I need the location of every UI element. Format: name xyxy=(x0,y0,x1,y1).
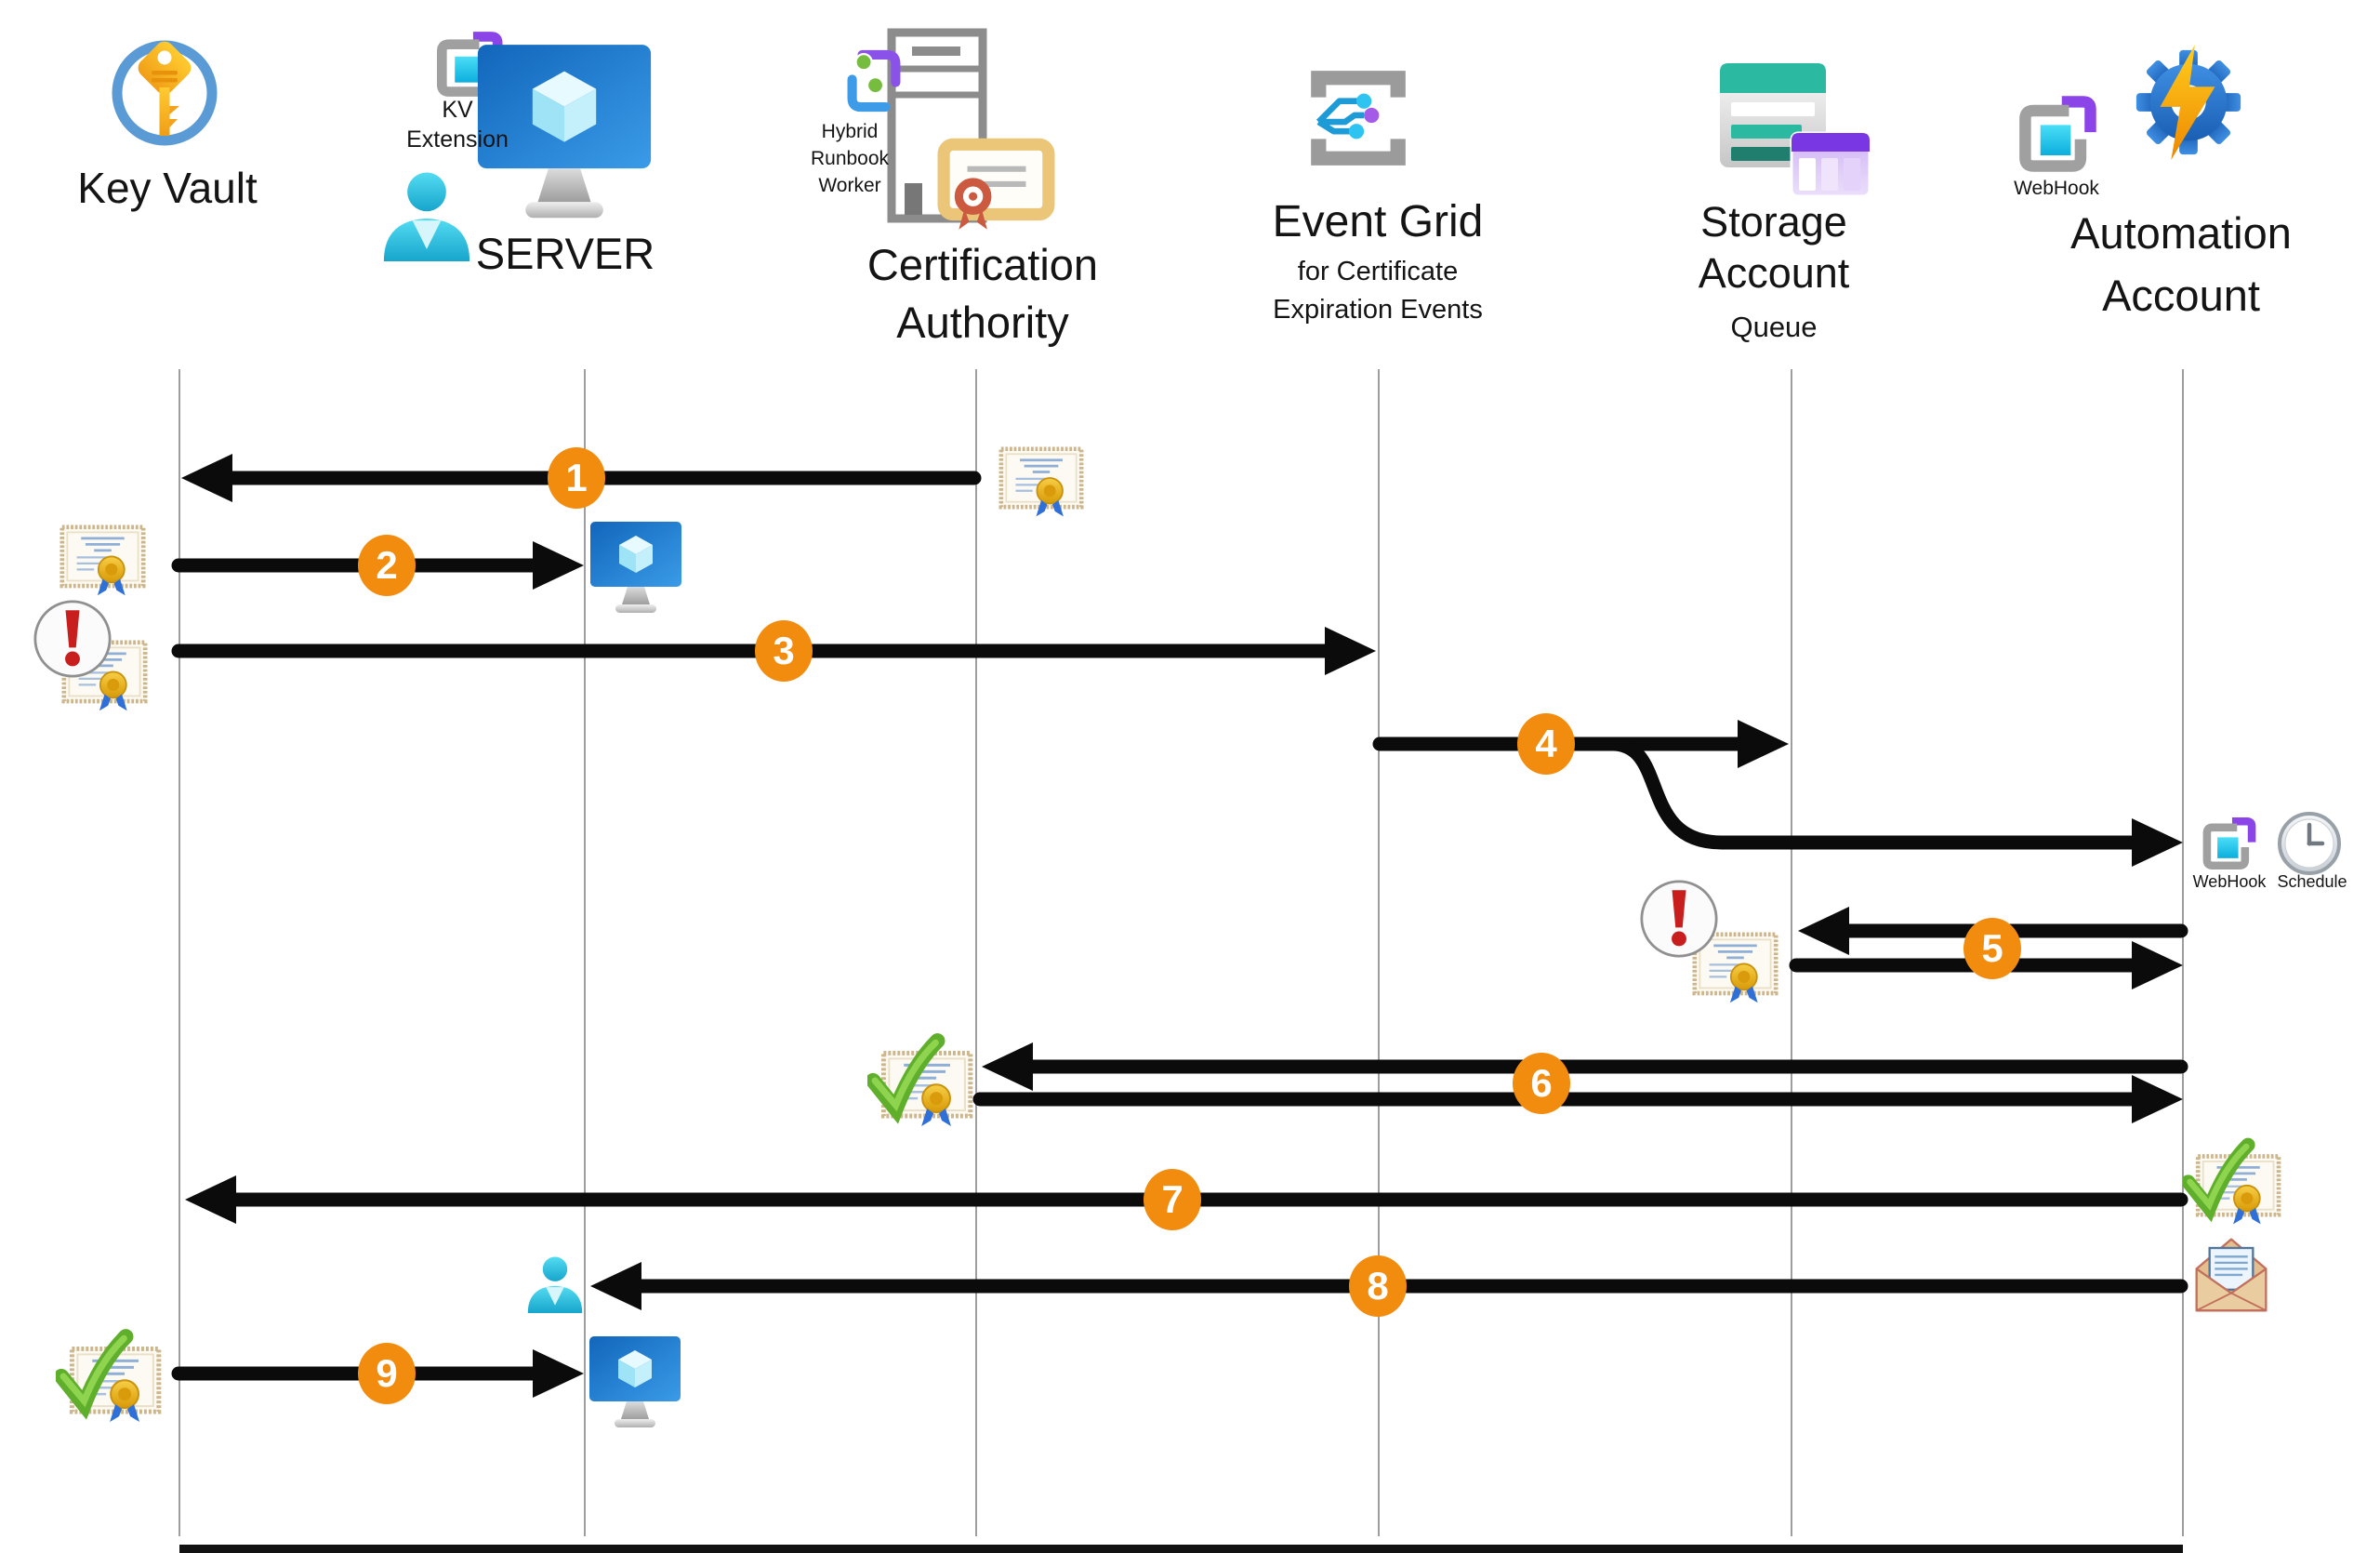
arrow-7 xyxy=(185,1175,2188,1224)
automation-account-label: Automation Account xyxy=(2070,203,2292,326)
certificate-icon-step2 xyxy=(60,524,146,599)
queue-icon xyxy=(1790,130,1871,199)
hybrid-runbook-worker-icon xyxy=(838,45,910,117)
event-grid-sublabel: for Certificate Expiration Events xyxy=(1273,253,1483,329)
ca-certificate-icon xyxy=(937,138,1055,232)
webhook-icon xyxy=(2012,89,2101,179)
hybrid-runbook-worker-label: Hybrid Runbook Worker xyxy=(811,119,889,200)
queue-label: Queue xyxy=(1730,311,1818,343)
renewed-certificate-icon-step9 xyxy=(56,1319,162,1430)
automation-gear-icon xyxy=(2129,43,2248,162)
ca-line2: Authority xyxy=(896,298,1069,348)
key-vault-label: Key Vault xyxy=(77,164,258,212)
email-envelope-icon-step8 xyxy=(2192,1233,2270,1315)
bottom-bar xyxy=(179,1545,2183,1553)
key-vault-icon xyxy=(104,35,225,156)
hrw-line3: Worker xyxy=(818,174,881,196)
expiring-alert-icon-step5 xyxy=(1640,880,1718,958)
event-grid-icon xyxy=(1302,61,1415,175)
step-badge-7: 7 xyxy=(1144,1169,1201,1230)
renewed-certificate-icon-step7 xyxy=(2183,1131,2281,1229)
user-icon-step8 xyxy=(522,1254,588,1313)
step-badge-2: 2 xyxy=(358,535,416,596)
schedule-clock-icon-step4 xyxy=(2276,811,2343,876)
expiring-alert-icon-step3 xyxy=(33,600,112,678)
webhook-small-label: WebHook xyxy=(2192,872,2267,891)
server-user-icon xyxy=(376,167,478,261)
arrow-9 xyxy=(171,1349,584,1398)
kv-extension-line2: Extension xyxy=(406,126,509,153)
server-label: SERVER xyxy=(475,229,655,278)
step-badge-9: 9 xyxy=(358,1343,416,1404)
arrow-8 xyxy=(590,1262,2188,1310)
arrow-4 xyxy=(1372,720,2183,867)
step-badge-3: 3 xyxy=(755,620,813,682)
kv-extension-label: KV Extension xyxy=(406,95,509,154)
step-badge-1: 1 xyxy=(548,447,605,509)
automation-line2: Account xyxy=(2102,270,2260,320)
step-badge-8: 8 xyxy=(1349,1255,1407,1317)
step-badge-5: 5 xyxy=(1964,918,2021,979)
eg-sub-line2: Expiration Events xyxy=(1273,295,1483,325)
vm-icon-step2 xyxy=(589,521,682,617)
hrw-line1: Hybrid xyxy=(821,121,879,142)
vm-icon-step9 xyxy=(588,1335,681,1432)
automation-line1: Automation xyxy=(2070,208,2292,258)
certification-authority-label: Certification Authority xyxy=(867,236,1098,352)
certificate-icon-step1 xyxy=(998,446,1084,520)
lifelines xyxy=(178,369,2184,1536)
event-grid-label: Event Grid xyxy=(1272,197,1484,246)
eg-sub-line1: for Certificate xyxy=(1297,257,1459,286)
arrow-2 xyxy=(171,541,584,590)
step-badge-6: 6 xyxy=(1513,1053,1570,1114)
renewed-certificate-icon-step6 xyxy=(867,1026,973,1132)
kv-extension-line1: KV xyxy=(442,97,473,123)
arrow-6 xyxy=(972,1042,2188,1123)
step-badge-4: 4 xyxy=(1517,713,1575,775)
storage-account-label: Storage Account xyxy=(1699,197,1850,299)
storage-line1: Storage xyxy=(1700,198,1847,246)
ca-line1: Certification xyxy=(866,240,1099,289)
message-arrows xyxy=(171,454,2188,1398)
storage-line2: Account xyxy=(1698,248,1850,297)
arrow-3 xyxy=(171,627,1376,675)
webhook-label: WebHook xyxy=(2014,178,2099,199)
webhook-icon-step4 xyxy=(2194,813,2263,874)
hrw-line2: Runbook xyxy=(810,147,890,169)
schedule-small-label: Schedule xyxy=(2277,872,2347,891)
